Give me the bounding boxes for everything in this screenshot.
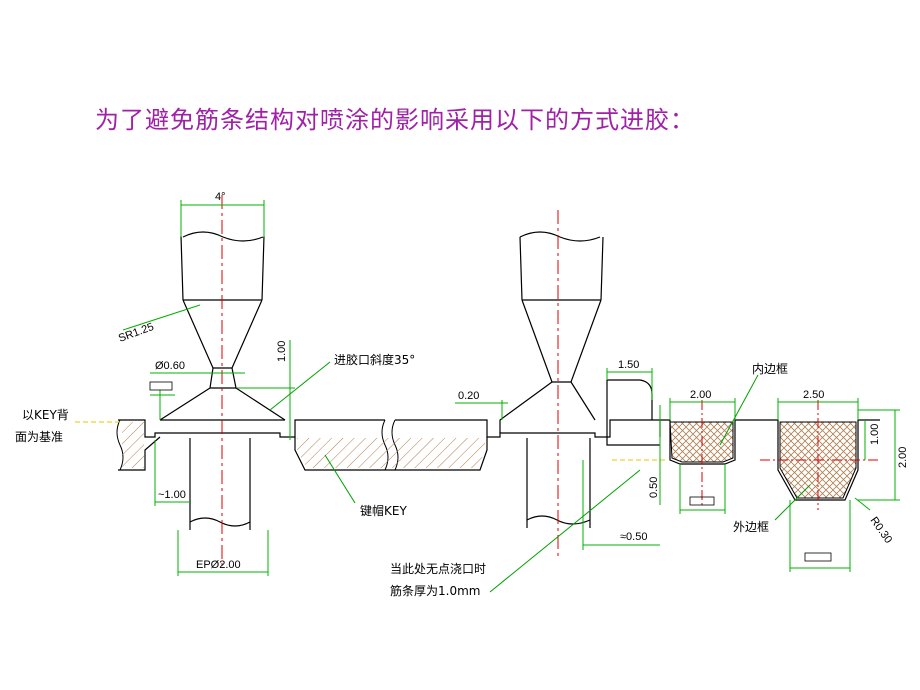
label-key-base-2: 面为基准 bbox=[15, 430, 63, 444]
right-gate-pin bbox=[499, 231, 660, 528]
dim-r100: 1.00 bbox=[869, 424, 881, 445]
leader-lines bbox=[269, 361, 811, 593]
tolerance-symbols bbox=[149, 381, 832, 562]
part-profile bbox=[118, 419, 880, 501]
keycap-hatch-left bbox=[122, 422, 144, 468]
dim-m050: ≈0.50 bbox=[620, 531, 647, 543]
dimension-lines bbox=[122, 200, 900, 576]
left-gate-pin bbox=[159, 231, 286, 530]
dim-h100: 1.00 bbox=[276, 341, 288, 362]
label-note-1: 当此处无点浇口时 bbox=[390, 562, 486, 576]
label-inner-frame: 内边框 bbox=[752, 362, 788, 376]
label-keycap: 键帽KEY bbox=[360, 503, 407, 518]
dim-h050: 0.50 bbox=[648, 477, 660, 498]
label-note-2: 筋条厚为1.0mm bbox=[390, 583, 480, 598]
slide-title: 为了避免筋条结构对喷涂的影响采用以下的方式进胶： bbox=[95, 106, 695, 134]
keycap-hatch bbox=[297, 438, 485, 468]
dim-r200: 2.00 bbox=[897, 447, 909, 468]
dim-sr: SR1.25 bbox=[117, 321, 156, 345]
label-key-base-1: 以KEY背 bbox=[22, 408, 69, 422]
dim-d060: Ø0.60 bbox=[155, 360, 185, 372]
dim-m100: ~1.00 bbox=[158, 489, 186, 501]
dim-angle-4: 4° bbox=[215, 191, 226, 203]
dim-r030: R0.30 bbox=[868, 515, 895, 546]
dim-w150: 1.50 bbox=[618, 359, 639, 371]
label-outer-frame: 外边框 bbox=[733, 520, 769, 534]
dim-w200: 2.00 bbox=[690, 389, 711, 401]
dim-w020: 0.20 bbox=[458, 390, 479, 402]
label-gate-angle: 进胶口斜度35° bbox=[334, 352, 415, 367]
dim-w250: 2.50 bbox=[803, 389, 824, 401]
dim-epd: EPØ2.00 bbox=[196, 559, 241, 571]
